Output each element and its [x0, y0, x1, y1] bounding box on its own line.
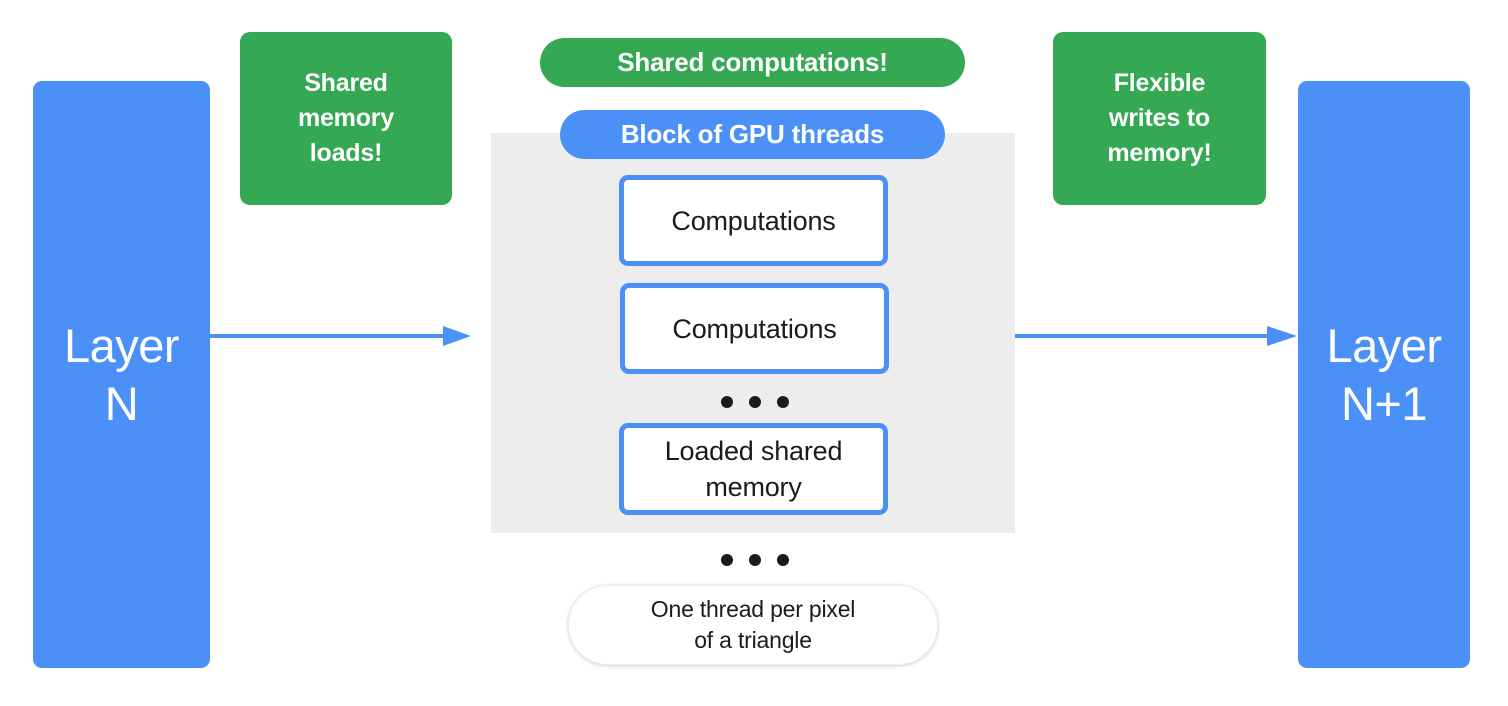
thread-box-computations-1: Computations [619, 175, 888, 266]
ellipsis-dot [777, 554, 789, 566]
layer-n-plus-1-block: Layer N+1 [1298, 81, 1470, 668]
callout-flexible-writes-to-memory: Flexible writes to memory! [1053, 32, 1266, 205]
pill-shared-computations: Shared computations! [540, 38, 965, 87]
ellipsis-dot [749, 396, 761, 408]
ellipsis-dot [749, 554, 761, 566]
note-one-thread-per-pixel: One thread per pixel of a triangle [568, 585, 938, 665]
ellipsis-dot [721, 396, 733, 408]
ellipsis-dot [721, 554, 733, 566]
ellipsis-below-block [721, 554, 789, 566]
arrow-layer-n-to-block [205, 320, 475, 357]
thread-box-computations-2: Computations [620, 283, 889, 374]
pill-block-of-gpu-threads: Block of GPU threads [560, 110, 945, 159]
arrow-block-to-layer-n1 [1015, 320, 1305, 357]
ellipsis-inside-block [721, 396, 789, 408]
thread-box-loaded-shared-memory: Loaded shared memory [619, 423, 888, 515]
callout-shared-memory-loads: Shared memory loads! [240, 32, 452, 205]
ellipsis-dot [777, 396, 789, 408]
layer-n-block: Layer N [33, 81, 210, 668]
